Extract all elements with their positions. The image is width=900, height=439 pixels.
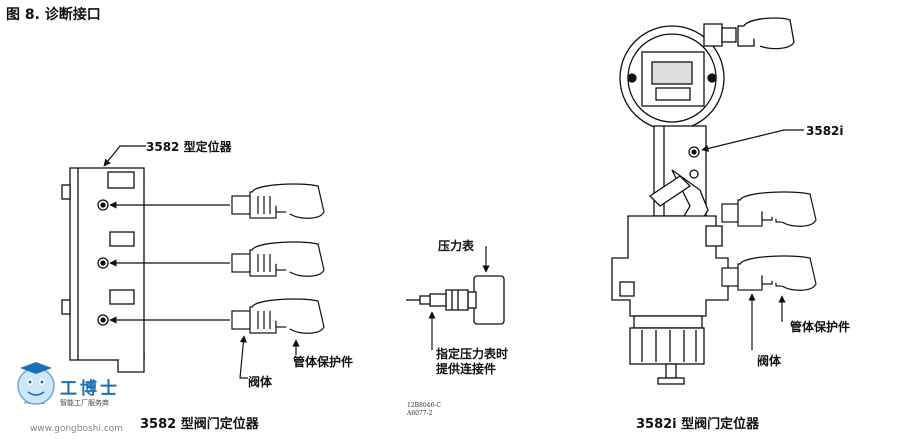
left-fitting-row-2	[231, 241, 325, 277]
left-positioner	[61, 167, 145, 373]
left-body-label: 阀体	[248, 375, 273, 389]
gauge-label: 压力表	[438, 239, 475, 253]
left-fitting-row-3	[231, 298, 325, 334]
figure-title: 图 8. 诊断接口	[6, 7, 101, 23]
left-protector-label: 管体保护件	[293, 355, 354, 369]
watermark-subtitle: 智能工厂服务商	[60, 399, 109, 407]
left-label-leader	[103, 145, 146, 167]
right-protector-label: 管体保护件	[790, 320, 851, 334]
drawing-code-2: A6077-2	[407, 410, 433, 417]
right-body-label: 阀体	[757, 354, 782, 368]
left-port-arrows	[109, 201, 230, 324]
right-positioner	[611, 17, 795, 385]
connector-label-line1: 指定压力表时	[436, 347, 509, 361]
right-label-leader	[701, 129, 804, 152]
right-fitting-upper	[721, 191, 817, 227]
left-body-leader	[239, 335, 248, 379]
right-caption: 3582i 型阀门定位器	[636, 417, 760, 432]
pressure-gauge	[406, 275, 505, 325]
watermark-url: www.gongboshi.com	[30, 424, 123, 434]
left-caption: 3582 型阀门定位器	[140, 417, 259, 432]
watermark-logo	[17, 362, 55, 405]
left-fitting-row-1	[231, 183, 325, 219]
left-positioner-label: 3582 型定位器	[146, 140, 232, 154]
drawing-code-1: 12B8046-C	[407, 402, 441, 409]
connector-label-line2: 提供连接件	[436, 362, 497, 376]
right-positioner-label: 3582i	[806, 124, 844, 138]
right-fitting-lower	[721, 255, 817, 291]
watermark-name: 工博士	[60, 379, 120, 399]
